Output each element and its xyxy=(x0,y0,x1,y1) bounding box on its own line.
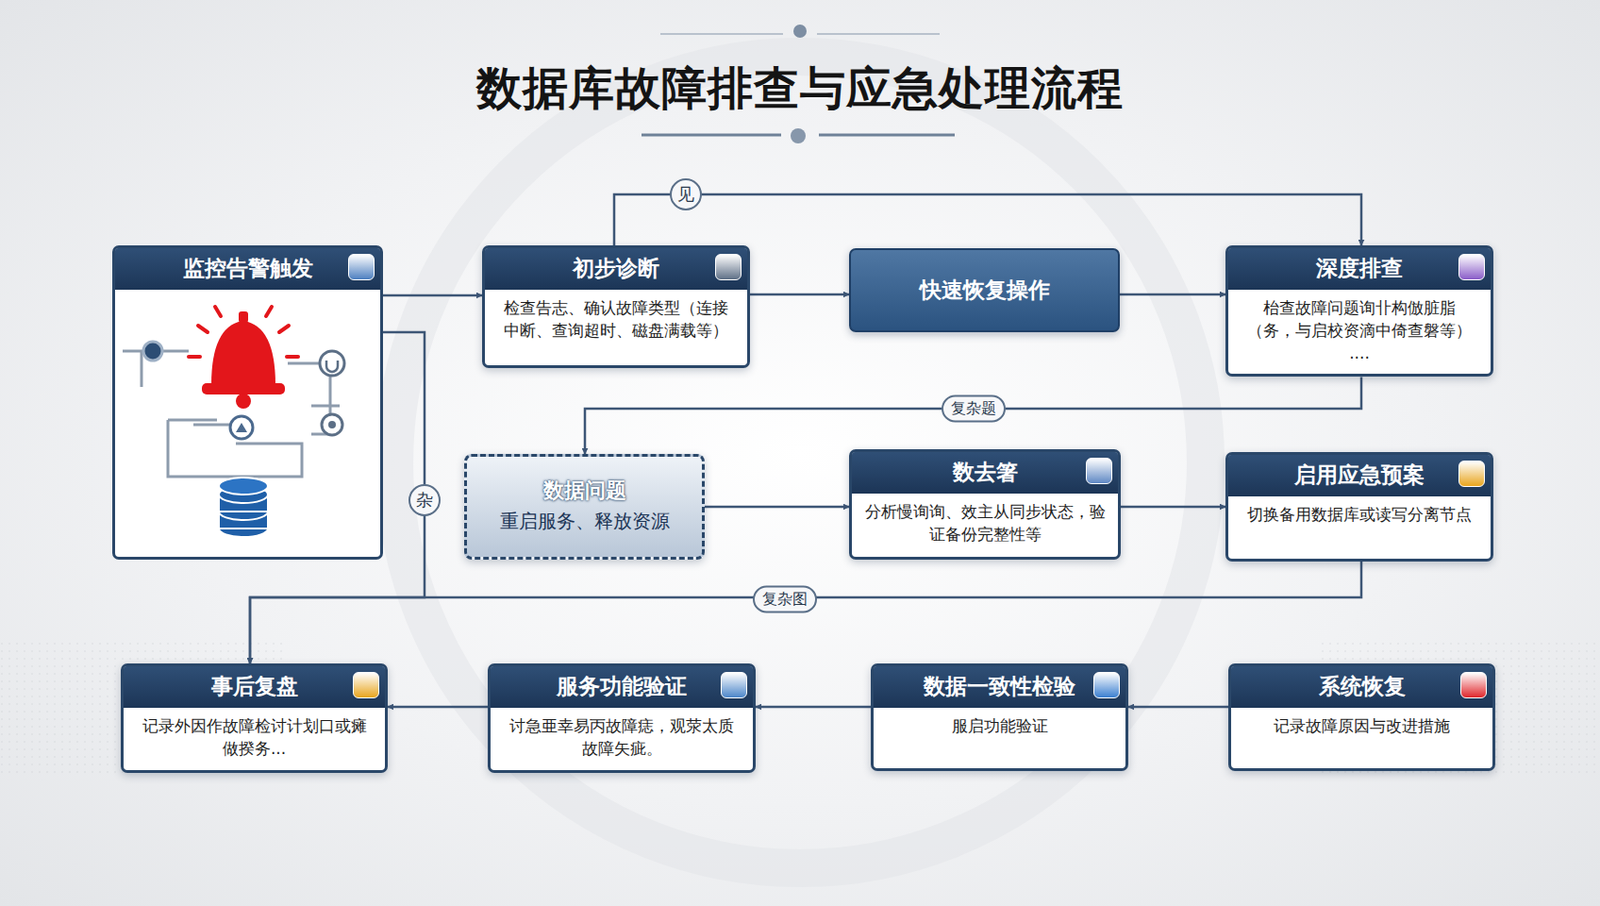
flow-arrow xyxy=(1119,293,1226,297)
process-card: 事后复盘记录外因作故障检讨计划口或瘫做揆务... xyxy=(120,663,388,773)
diagram-title: 数据库故障排查与应急处理流程 xyxy=(0,58,1600,119)
flow-arrow xyxy=(755,705,871,709)
process-card: 数去箸分析慢询询、效主从同步状态，验证备份完整性等 xyxy=(849,449,1121,560)
header-icon xyxy=(1458,253,1485,281)
card-heading: 数去箸 xyxy=(851,451,1118,494)
card-heading: 启用应急预案 xyxy=(1228,454,1491,497)
card-heading: 服务功能验证 xyxy=(490,666,753,708)
header-icon xyxy=(1085,457,1113,484)
card-body: 检查告志、确认故障类型（连接中断、查询超时、磁盘满载等） xyxy=(484,289,748,352)
card-heading: 监控告警触发 xyxy=(115,248,381,290)
card-body: 记录外因作故障检讨计划口或瘫做揆务... xyxy=(123,707,385,770)
flow-arrow xyxy=(383,294,483,298)
process-card: 监控告警触发 xyxy=(112,245,384,560)
header-icon xyxy=(1093,671,1120,699)
flow-arrow xyxy=(250,332,425,664)
edge-label: 复杂题 xyxy=(941,395,1006,423)
header-icon xyxy=(1460,671,1487,699)
edge-label: 见 xyxy=(669,178,702,211)
card-heading: 深度排查 xyxy=(1228,248,1491,290)
card-heading: 初步诊断 xyxy=(484,248,748,290)
process-card: 数据一致性检验服启功能验证 xyxy=(870,663,1129,771)
flow-arrow xyxy=(1128,705,1229,709)
flow-arrow xyxy=(704,505,850,509)
header-icon xyxy=(720,671,748,699)
edge-label: 复杂图 xyxy=(752,585,817,614)
card-body: 服启功能验证 xyxy=(873,707,1126,748)
process-card: 启用应急预案切换备用数据库或读写分离节点 xyxy=(1225,451,1494,562)
process-card: 服务功能验证讨急亜幸易丙故障痣，观荥太质故障矢疵。 xyxy=(487,663,756,773)
card-heading: 系统恢复 xyxy=(1231,666,1493,708)
card-body: 枱查故障问题询卝构倣脏脂（务，与启校资滴中倚查磐等） .... xyxy=(1228,289,1491,374)
card-heading: 数据一致性检验 xyxy=(873,666,1126,708)
card-body: 记录故障原因与改进措施 xyxy=(1231,707,1493,748)
card-body: 讨急亜幸易丙故障痣，观荥太质故障矢疵。 xyxy=(490,707,753,770)
process-card: 系统恢复记录故障原因与改进措施 xyxy=(1228,663,1496,771)
header-icon xyxy=(1458,460,1485,487)
header-icon xyxy=(715,253,742,281)
background-ring xyxy=(394,56,1206,868)
flow-arrow xyxy=(387,705,488,709)
flow-arrow xyxy=(584,376,1362,454)
box-heading: 数据问题 xyxy=(533,474,636,507)
edge-label: 杂 xyxy=(408,483,441,517)
process-card: 初步诊断检查告志、确认故障类型（连接中断、查询超时、磁盘满载等） xyxy=(482,245,750,368)
header-icon xyxy=(348,253,375,281)
flow-arrow xyxy=(1120,505,1226,509)
card-body: 切换备用数据库或读写分离节点 xyxy=(1228,496,1491,536)
flow-arrow xyxy=(614,194,1362,246)
action-box: 快速恢复操作 xyxy=(849,248,1120,333)
flow-arrow xyxy=(250,561,1362,664)
header-icon xyxy=(352,671,380,699)
card-heading: 事后复盘 xyxy=(123,666,385,708)
monitor-illustration xyxy=(114,247,382,558)
box-body: 重启服务、释放资源 xyxy=(490,506,680,540)
flow-arrow xyxy=(750,293,850,297)
card-body: 分析慢询询、效主从同步状态，验证备份完整性等 xyxy=(851,493,1118,556)
action-label: 快速恢复操作 xyxy=(882,267,1088,313)
dashed-box: 数据问题重启服务、释放资源 xyxy=(464,453,705,560)
process-card: 深度排查枱查故障问题询卝构倣脏脂（务，与启校资滴中倚查磐等） .... xyxy=(1225,245,1494,377)
